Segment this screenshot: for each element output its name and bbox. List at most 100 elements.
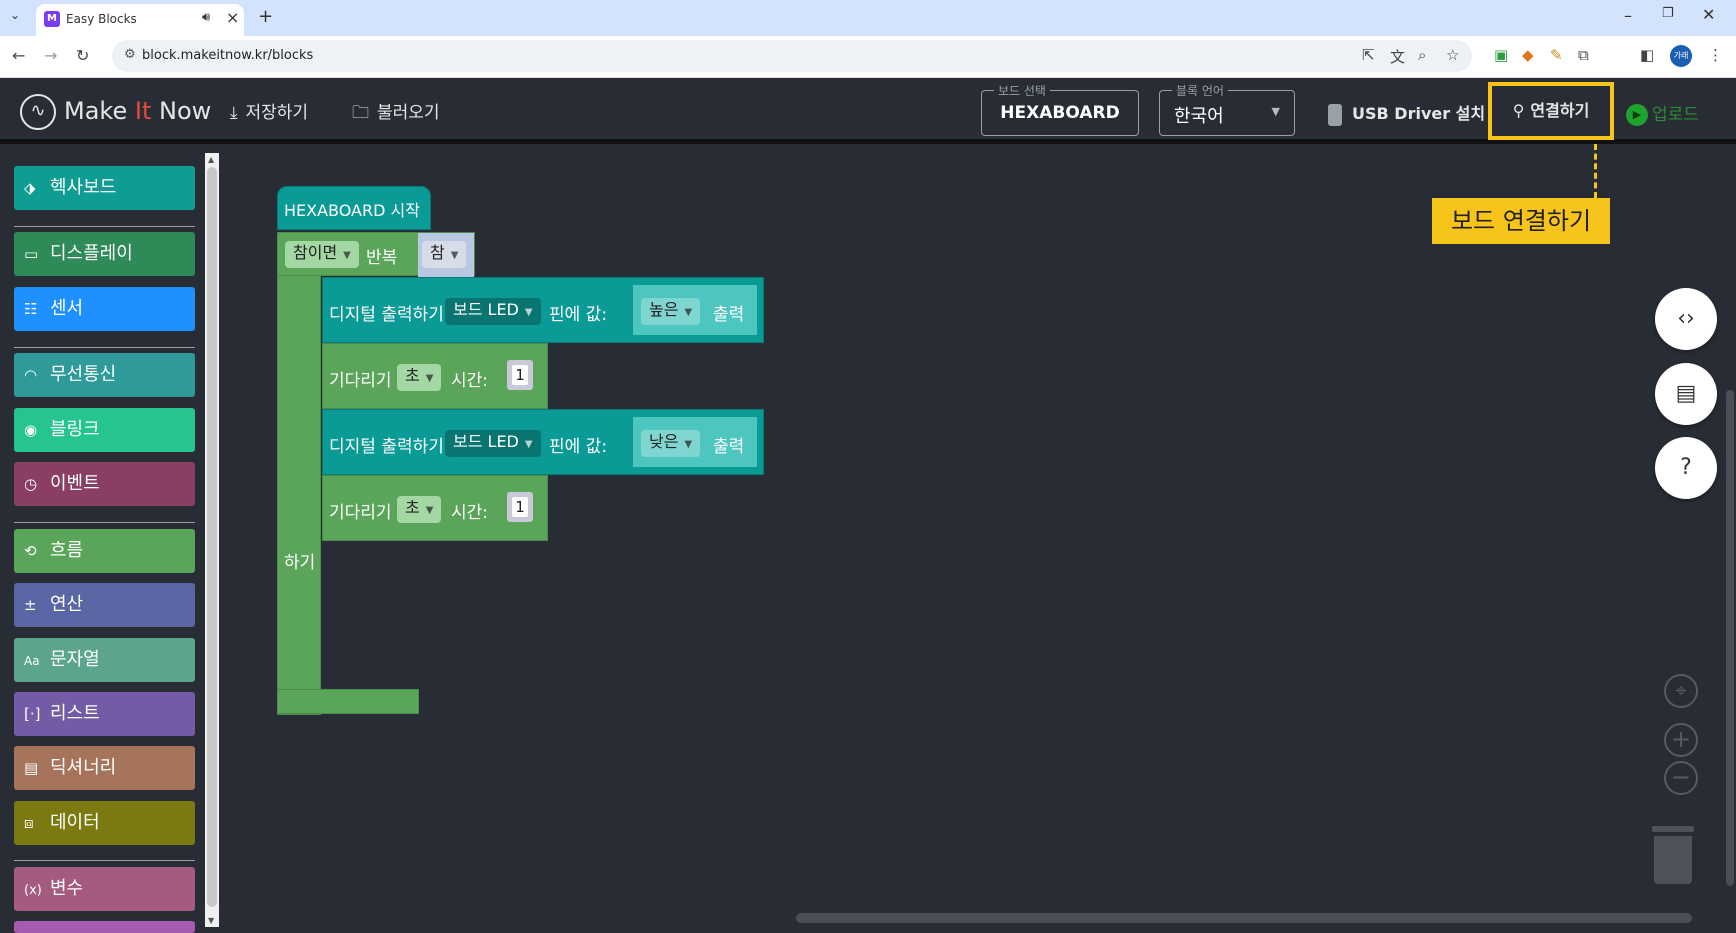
extension-green-icon[interactable]: ▣ — [1494, 46, 1509, 64]
minimize-icon[interactable]: – — [1624, 6, 1632, 25]
close-tab-icon[interactable]: × — [226, 8, 240, 27]
language-select-value: 한국어 — [1174, 106, 1224, 127]
zoom-in-button[interactable]: + — [1664, 723, 1698, 757]
level-low-dropdown[interactable]: 낮은▼ — [641, 430, 701, 457]
makeitnow-logo[interactable]: ∿Make It Now — [20, 94, 211, 130]
bookmark-star-icon[interactable]: ☆ — [1446, 46, 1460, 64]
browser-tab-bar: ⌄ M Easy Blocks 🔊︎ × + – ❐ ✕ — [0, 0, 1736, 36]
code-view-button[interactable]: ‹› — [1655, 288, 1717, 350]
digital-out-label: 디지털 출력하기: — [329, 305, 450, 325]
sensor-icon: ☷ — [24, 300, 38, 318]
usb-driver-button[interactable]: USB Driver 설치 — [1328, 100, 1485, 126]
repeat-while-block[interactable]: 참이면▼ 반복 참▼ — [277, 232, 475, 277]
toolbox-divider — [14, 522, 195, 523]
save-button[interactable]: ⤓저장하기 — [230, 103, 309, 123]
hexaboard-start-block[interactable]: HEXABOARD 시작 — [277, 186, 431, 230]
category-list[interactable]: [·]리스트 — [14, 692, 195, 736]
unit-dropdown[interactable]: 초▼ — [397, 364, 442, 391]
load-button[interactable]: 🗀불러오기 — [352, 103, 440, 123]
url-field[interactable]: ⚙ block.makeitnow.kr/blocks — [112, 40, 1472, 72]
condition-true-dropdown[interactable]: 참▼ — [422, 241, 467, 268]
digital-write-block[interactable]: 디지털 출력하기: 보드 LED▼ 핀에 값: 높은▼ 출력 — [322, 277, 764, 343]
category-hexaboard[interactable]: ⬗헥사보드 — [14, 166, 195, 210]
category-data[interactable]: ⧈데이터 — [14, 801, 195, 845]
metamask-fox-icon[interactable]: ◆ — [1522, 46, 1534, 64]
translate-icon[interactable]: 文 — [1390, 48, 1406, 66]
trash-can-icon[interactable] — [1652, 826, 1694, 886]
reload-icon[interactable]: ↻ — [76, 46, 90, 65]
plus-icon: + — [1670, 725, 1692, 753]
new-tab-icon[interactable]: + — [258, 6, 274, 27]
profile-avatar[interactable]: 가래 — [1670, 45, 1692, 67]
category-dictionary[interactable]: ▤딕셔너리 — [14, 746, 195, 790]
extensions-puzzle-icon[interactable]: ⧉ — [1578, 46, 1589, 64]
category-display[interactable]: ▭디스플레이 — [14, 232, 195, 276]
wait-amount-field[interactable]: 1 — [507, 492, 533, 522]
site-info-icon[interactable]: ⚙ — [124, 47, 136, 62]
trash-lid — [1652, 826, 1694, 832]
category-partial[interactable] — [14, 921, 195, 933]
board-select-legend: 보드 선택 — [994, 82, 1050, 99]
pin-value-label: 핀에 값: — [549, 305, 608, 325]
tab-search-icon[interactable]: ⌄ — [10, 8, 21, 22]
recenter-button[interactable]: ⌖ — [1664, 674, 1698, 708]
category-flow[interactable]: ⟲흐름 — [14, 529, 195, 573]
restore-icon[interactable]: ❐ — [1662, 6, 1674, 21]
category-sensor[interactable]: ☷센서 — [14, 287, 195, 331]
repeat-mode-dropdown[interactable]: 참이면▼ — [285, 241, 359, 268]
pencil-extension-icon[interactable]: ✎ — [1550, 46, 1563, 64]
back-icon[interactable]: ← — [12, 46, 26, 65]
board-select-value: HEXABOARD — [1000, 103, 1120, 123]
usb-plug-icon — [1328, 103, 1342, 126]
category-math[interactable]: ±연산 — [14, 583, 195, 627]
zoom-icon[interactable]: ⌕ — [1418, 46, 1427, 64]
wait-block[interactable]: 기다리기 초▼ 시간: 1 — [322, 343, 548, 409]
data-icon: ⧈ — [24, 814, 34, 832]
wait-block[interactable]: 기다리기 초▼ 시간: 1 — [322, 475, 548, 541]
unit-dropdown[interactable]: 초▼ — [397, 496, 442, 523]
workspace-vertical-scrollbar[interactable] — [1726, 390, 1734, 886]
open-external-icon[interactable]: ⇱ — [1362, 46, 1375, 64]
category-wireless[interactable]: ◠무선통신 — [14, 353, 195, 397]
zoom-out-button[interactable]: − — [1664, 761, 1698, 795]
browser-tab[interactable]: M Easy Blocks 🔊︎ × — [36, 4, 244, 36]
digital-write-block[interactable]: 디지털 출력하기: 보드 LED▼ 핀에 값: 낮은▼ 출력 — [322, 409, 764, 475]
toolbox-scrollbar[interactable]: ▲ ▼ — [205, 153, 219, 927]
blink-icon: ◉ — [24, 421, 38, 439]
forward-icon[interactable]: → — [44, 46, 58, 65]
window-close-icon[interactable]: ✕ — [1702, 5, 1716, 24]
pin-dropdown[interactable]: 보드 LED▼ — [445, 430, 541, 457]
scroll-up-icon[interactable]: ▲ — [208, 155, 215, 164]
repeat-label: 반복 — [366, 248, 398, 268]
browser-menu-icon[interactable]: ⋮ — [1708, 46, 1723, 64]
help-button[interactable]: ? — [1655, 437, 1717, 499]
favicon-icon: M — [44, 11, 60, 27]
toolbox-scroll-thumb[interactable] — [207, 167, 217, 907]
loop-icon: ⟲ — [24, 542, 37, 560]
speaker-icon[interactable]: 🔊︎ — [202, 10, 211, 25]
url-text: block.makeitnow.kr/blocks — [142, 48, 314, 63]
tab-title: Easy Blocks — [66, 12, 137, 26]
category-variable[interactable]: (x)변수 — [14, 867, 195, 911]
board-select[interactable]: 보드 선택 HEXABOARD — [981, 82, 1139, 136]
block-workspace[interactable]: HEXABOARD 시작 참이면▼ 반복 참▼ 하기 디지털 출력하기: 보드 … — [222, 149, 1736, 933]
text-icon: Aa — [24, 654, 40, 668]
time-label: 시간: — [451, 371, 489, 391]
chevron-down-icon: ▼ — [1271, 105, 1280, 118]
category-event[interactable]: ◷이벤트 — [14, 462, 195, 506]
serial-monitor-button[interactable]: ▤ — [1655, 363, 1717, 425]
math-icon: ± — [24, 596, 37, 614]
upload-button[interactable]: ▶업로드 — [1626, 100, 1699, 126]
pin-dropdown[interactable]: 보드 LED▼ — [445, 298, 541, 325]
language-select[interactable]: 블록 언어 한국어 ▼ — [1159, 82, 1295, 136]
level-high-dropdown[interactable]: 높은▼ — [641, 298, 701, 325]
wait-amount-field[interactable]: 1 — [507, 360, 533, 390]
workspace-horizontal-scrollbar[interactable] — [796, 913, 1692, 923]
connect-button[interactable]: ⚲연결하기 — [1488, 82, 1614, 140]
board-icon: ⬗ — [24, 179, 36, 197]
side-panel-icon[interactable]: ◧ — [1640, 46, 1655, 64]
scroll-down-icon[interactable]: ▼ — [208, 916, 215, 925]
trash-body — [1654, 836, 1692, 884]
category-blink[interactable]: ◉블링크 — [14, 408, 195, 452]
